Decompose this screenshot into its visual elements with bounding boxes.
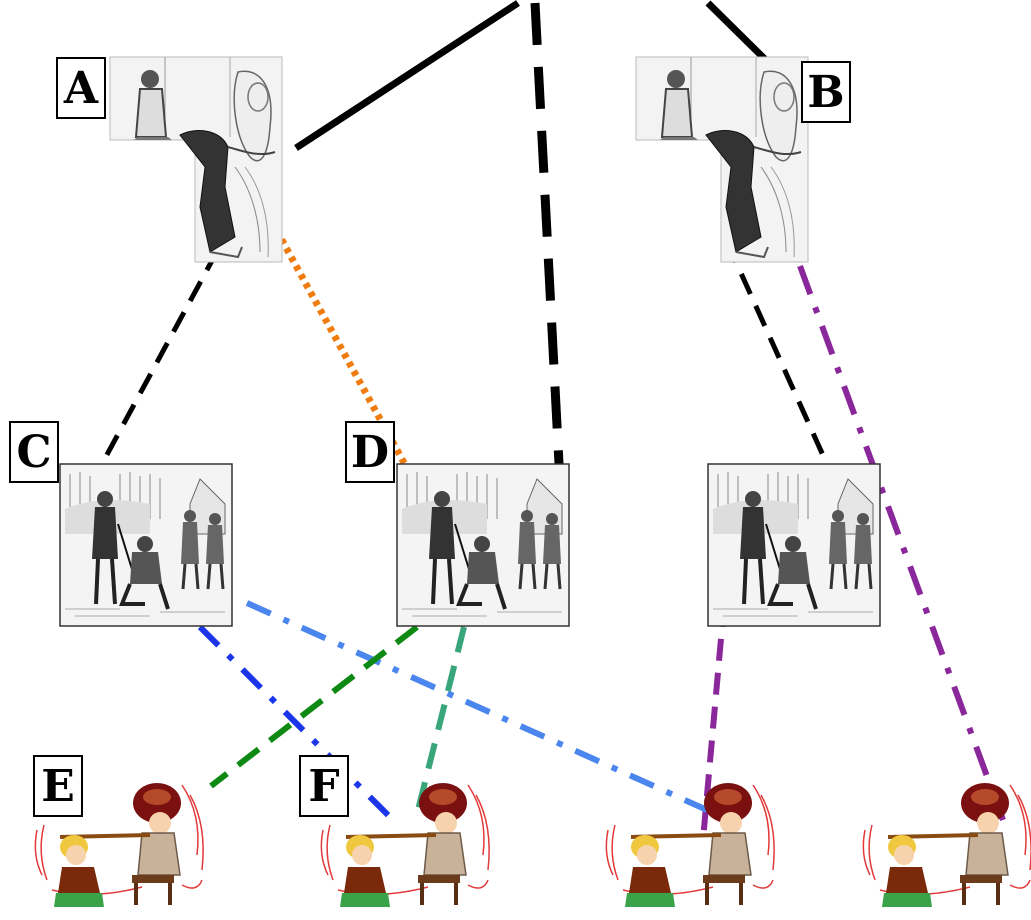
edge-G-H — [700, 604, 727, 841]
image-D-knighting — [395, 462, 571, 628]
edge-C-H — [245, 600, 709, 813]
edge-C-F — [197, 624, 396, 823]
image-C-knighting — [58, 462, 234, 628]
image-A-sickroom — [109, 56, 283, 263]
label-C: C — [9, 421, 59, 483]
edge-top-D — [530, 2, 565, 484]
label-A: A — [56, 57, 106, 119]
image-B-sickroom — [635, 56, 809, 263]
edge-D-F — [413, 626, 467, 819]
edge-top-A — [294, 0, 520, 151]
edge-B-G — [724, 240, 829, 464]
label-D: D — [345, 421, 395, 483]
label-F: F — [299, 755, 349, 817]
image-G-knighting — [706, 462, 882, 628]
label-E: E — [33, 755, 83, 817]
image-I-cartoon — [861, 781, 1031, 909]
label-B: B — [801, 61, 851, 123]
edge-D-E — [209, 624, 419, 789]
